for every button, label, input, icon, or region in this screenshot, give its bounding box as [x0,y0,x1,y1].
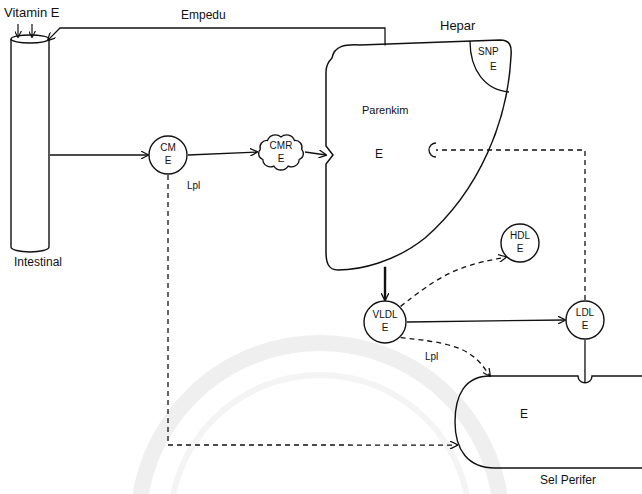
circle-outline [501,224,539,262]
arrow-connector [305,152,326,155]
arrow-connector [188,152,257,155]
cloud-outline [259,135,304,170]
lipoprotein-circle: LDLE [565,300,605,340]
edge-label: Lpl [186,180,201,192]
arrow-connector [584,340,585,383]
dashed-connector [401,338,490,376]
liver-drawing [326,40,511,270]
edge-label: Empedu [180,9,227,23]
receptor-cup [429,143,436,157]
peripheral-cell: ESel Perifer [455,374,642,470]
intake-arrow [17,24,18,37]
node-label: E [490,61,497,73]
node-label: E [517,243,524,255]
cell-membrane [455,376,642,468]
arrow-connector [407,320,565,322]
node-label: E [382,322,389,334]
liver-outline: HeparParenkimESNPE [318,36,514,274]
arrow-connector [50,154,148,155]
lipoprotein-circle: HDLE [500,223,540,263]
node-label: CM [160,142,176,154]
remnant-cloud-shape [257,134,305,170]
dashed-connector [168,175,457,445]
circle-outline [566,301,604,339]
liver-outline-shape [318,36,514,274]
dashed-connector [401,257,506,306]
intestine-cylinder: Intestinal [10,34,50,252]
node-label: Parenkim [362,104,408,117]
snp-boundary [470,41,509,92]
node-label: Intestinal [14,256,62,270]
node-label: E [520,408,528,422]
intestine-cylinder-shape [10,34,50,252]
cylinder-top [11,35,49,43]
node-label: E [165,155,172,167]
edge-label: Lpl [424,351,439,363]
node-label: Sel Perifer [540,474,596,488]
node-label: HDL [510,230,530,242]
node-label: CMR [270,140,293,152]
lipoprotein-circle: VLDLE [363,300,407,344]
arrow-connector [384,267,386,300]
circle-outline [149,136,187,174]
node-label: Hepar [440,19,475,34]
watermark-ring [138,343,502,494]
lipoprotein-circle: CME [148,135,188,175]
circle-outline [364,301,406,343]
node-label: SNP [478,46,499,58]
node-label: E [582,320,589,332]
arrow-connector [48,28,385,46]
node-label: E [375,148,383,162]
remnant-cloud: CMRE [257,134,305,170]
snp-region: SNP E [468,40,512,94]
node-label: LDL [576,307,594,319]
node-label: VLDL [372,309,397,321]
watermark-ring [170,375,470,494]
free-label: Vitamin E [3,6,60,21]
node-label: E [278,153,285,165]
peripheral-cell-shape [455,374,642,470]
dashed-connector [436,150,585,300]
liver-outline-path [326,40,511,270]
cylinder-body [11,39,49,252]
